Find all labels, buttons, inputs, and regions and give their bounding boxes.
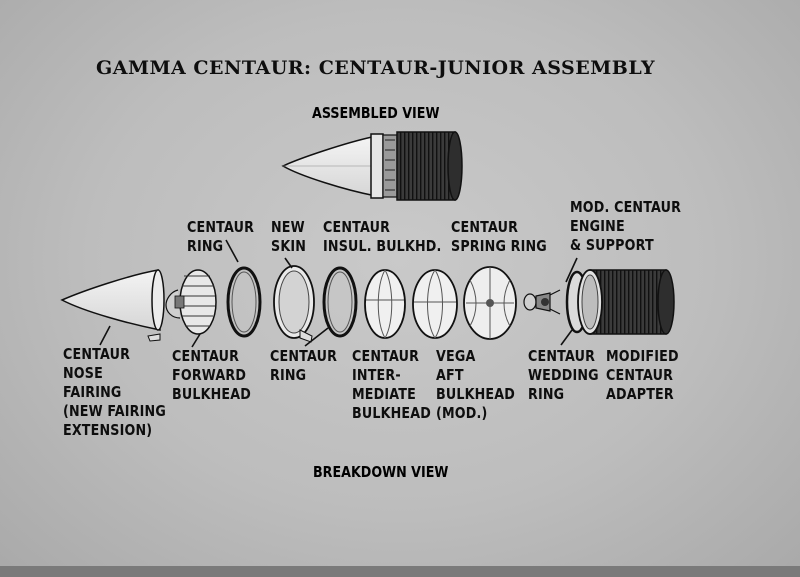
label-centaur-ring-bottom: CENTAUR RING — [270, 347, 338, 384]
label-modified-adapter: MODIFIED CENTAUR ADAPTER — [606, 347, 679, 403]
label-nose-fairing: CENTAUR NOSE FAIRING (NEW FAIRING EXTENS… — [63, 345, 166, 439]
assembled-vehicle — [281, 131, 463, 201]
insulated-bulkhead-part — [412, 269, 458, 339]
modified-adapter-part — [577, 269, 675, 335]
label-wedding-ring: CENTAUR WEDDING RING — [528, 347, 599, 403]
label-forward-bulkhead: CENTAUR FORWARD BULKHEAD — [172, 347, 251, 403]
diagram-title: GAMMA CENTAUR: CENTAUR-JUNIOR ASSEMBLY — [96, 57, 656, 79]
label-spring-ring: CENTAUR SPRING RING — [451, 218, 547, 255]
label-intermediate-bulkhead: CENTAUR INTER- MEDIATE BULKHEAD — [352, 347, 431, 422]
forward-bulkhead-part — [165, 269, 217, 335]
centaur-ring-part-2 — [322, 266, 358, 338]
engine-support-part — [523, 289, 561, 315]
label-centaur-ring-top: CENTAUR RING — [187, 218, 255, 255]
intermediate-bulkhead-part — [364, 269, 406, 339]
breakdown-view-label: BREAKDOWN VIEW — [313, 464, 449, 481]
leader-lines — [99, 239, 578, 348]
vega-aft-bulkhead-part — [463, 266, 517, 340]
nose-fairing-part — [60, 269, 165, 342]
label-vega-aft-bulkhead: VEGA AFT BULKHEAD (MOD.) — [436, 347, 515, 422]
label-engine-support: MOD. CENTAUR ENGINE & SUPPORT — [570, 198, 682, 254]
new-skin-part — [273, 265, 315, 343]
label-new-skin: NEW SKIN — [271, 218, 307, 255]
assembled-view-label: ASSEMBLED VIEW — [312, 105, 440, 122]
label-insulated-bulkhead: CENTAUR INSUL. BULKHD. — [323, 218, 442, 255]
centaur-ring-part-1 — [226, 266, 262, 338]
photo-bottom-edge — [0, 566, 800, 577]
